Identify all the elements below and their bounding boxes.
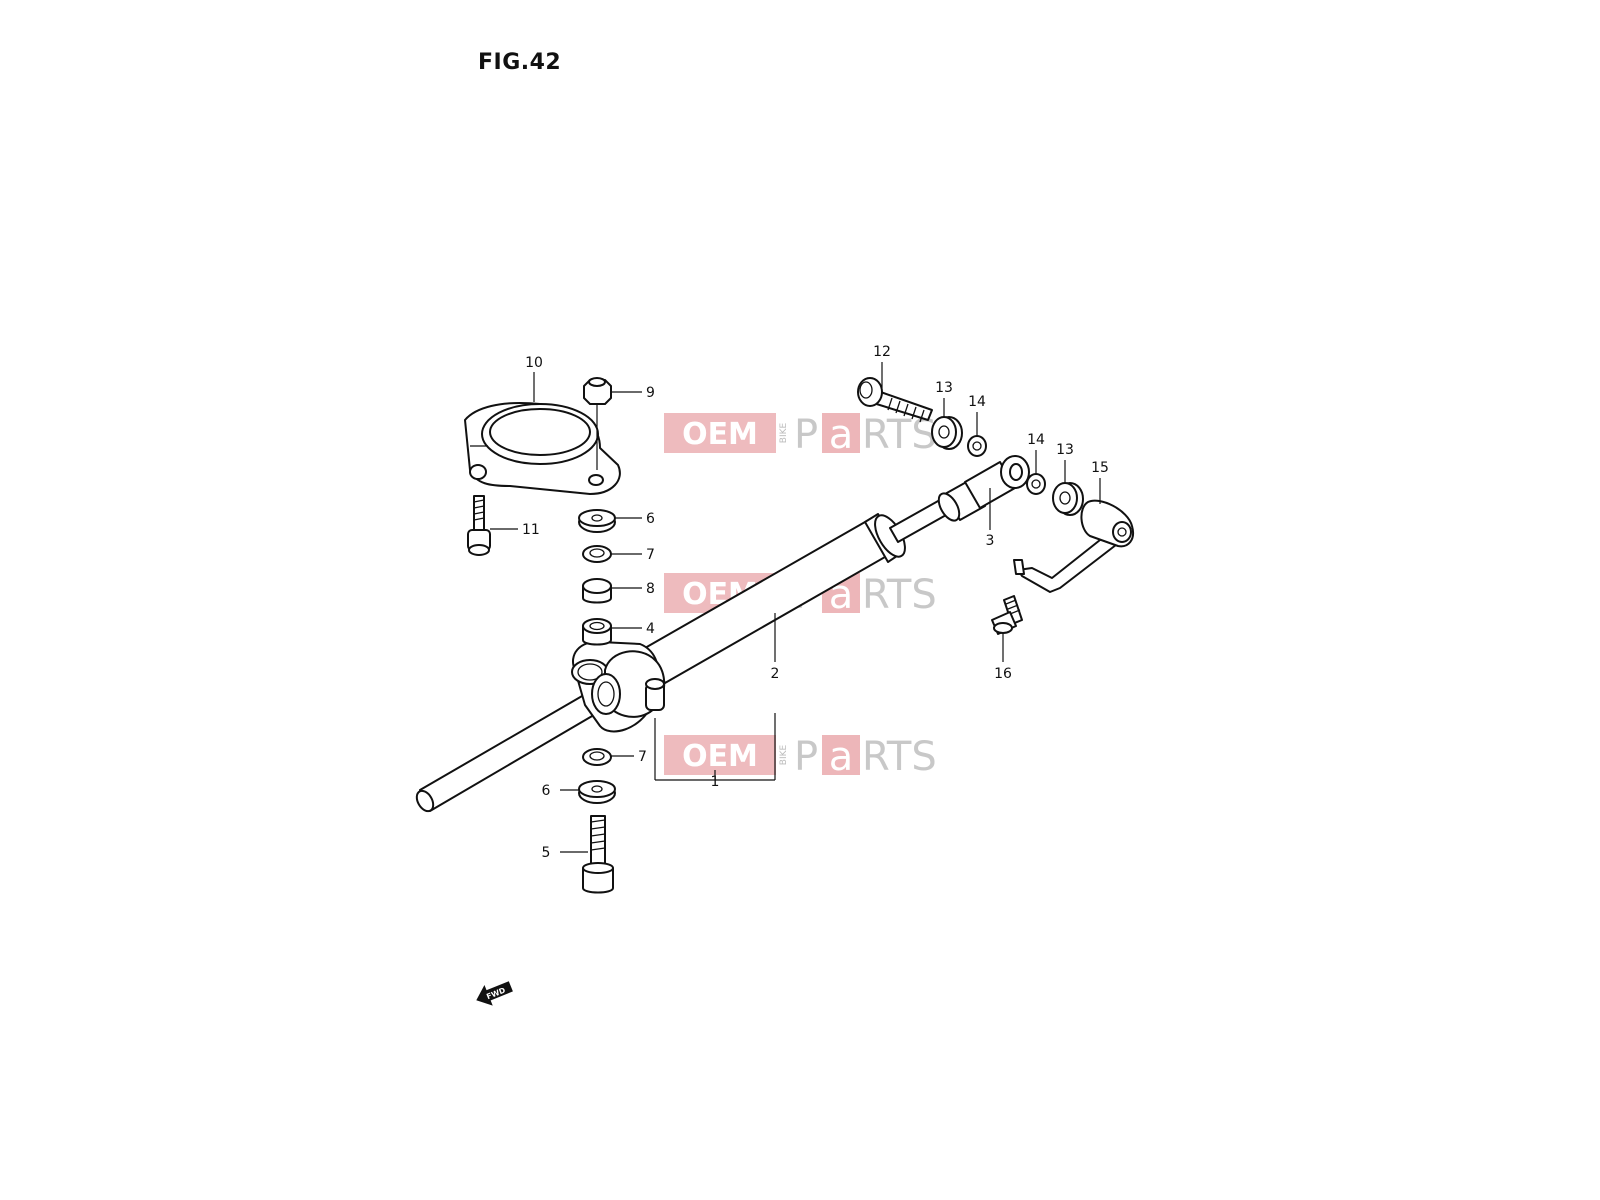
bolt-16	[991, 595, 1023, 635]
damper-rod	[415, 691, 600, 813]
callout-5: 5	[542, 845, 551, 861]
watermark-p: P	[794, 412, 818, 458]
watermark-a: a	[829, 412, 854, 458]
callout-4: 4	[646, 621, 655, 637]
spacer-13-upper	[931, 416, 963, 450]
washer-7-bottom	[582, 748, 612, 766]
washer-6-bottom	[578, 780, 616, 804]
spacer-13-lower	[1052, 482, 1084, 516]
damper-bracket	[464, 401, 621, 495]
watermark-bike: BIKE	[779, 744, 789, 765]
watermark-oem: OEM	[682, 417, 758, 452]
watermark-rts: RTS	[862, 734, 937, 780]
callout-7-top: 7	[646, 547, 655, 563]
callout-16: 16	[994, 666, 1012, 682]
callout-3: 3	[986, 533, 995, 549]
collar-8	[582, 578, 612, 604]
fwd-label: FWD	[485, 986, 507, 1002]
callout-1: 1	[711, 774, 720, 790]
washer-7-top	[582, 545, 612, 563]
watermark-rts: RTS	[862, 572, 937, 618]
figure-title: FIG.42	[478, 50, 562, 75]
fwd-arrow-icon: FWD	[476, 981, 513, 1006]
callout-15: 15	[1091, 460, 1109, 476]
washer-6-top	[578, 509, 616, 533]
bolt-12	[857, 377, 933, 423]
leader-lines	[490, 362, 1101, 853]
bolt-5	[582, 815, 614, 894]
watermark-3: OEM BIKE P a RTS	[664, 734, 937, 780]
bearing-4	[582, 618, 612, 646]
arm-bracket-15	[1013, 499, 1134, 593]
callout-2: 2	[771, 666, 780, 682]
nut-9	[583, 377, 612, 470]
watermark-1: OEM BIKE P a RTS	[664, 412, 937, 458]
washer-14-upper	[967, 435, 987, 457]
callout-13-upper: 13	[935, 380, 953, 396]
callout-9: 9	[646, 385, 655, 401]
callout-14-upper: 14	[968, 394, 986, 410]
watermark-p: P	[794, 734, 818, 780]
damper-body	[644, 495, 956, 684]
damper-end-eye	[937, 455, 1030, 522]
watermark-oem: OEM	[682, 739, 758, 774]
damper-clamp-housing	[571, 640, 666, 733]
callout-12: 12	[873, 344, 891, 360]
callout-7-bottom: 7	[638, 749, 647, 765]
bolt-11	[467, 495, 491, 556]
watermark-a: a	[829, 734, 854, 780]
callout-8: 8	[646, 581, 655, 597]
callout-numbers: 10 9 11 6 7 8 4 7 6 5 1 2 3 12 13 14 14 …	[522, 344, 1109, 861]
callout-14-lower: 14	[1027, 432, 1045, 448]
washer-14-lower	[1026, 473, 1046, 495]
callout-6-bottom: 6	[542, 783, 551, 799]
watermark-bike: BIKE	[779, 422, 789, 443]
callout-13-lower: 13	[1056, 442, 1074, 458]
callout-10: 10	[525, 355, 543, 371]
callout-11: 11	[522, 522, 540, 538]
callout-6-top: 6	[646, 511, 655, 527]
